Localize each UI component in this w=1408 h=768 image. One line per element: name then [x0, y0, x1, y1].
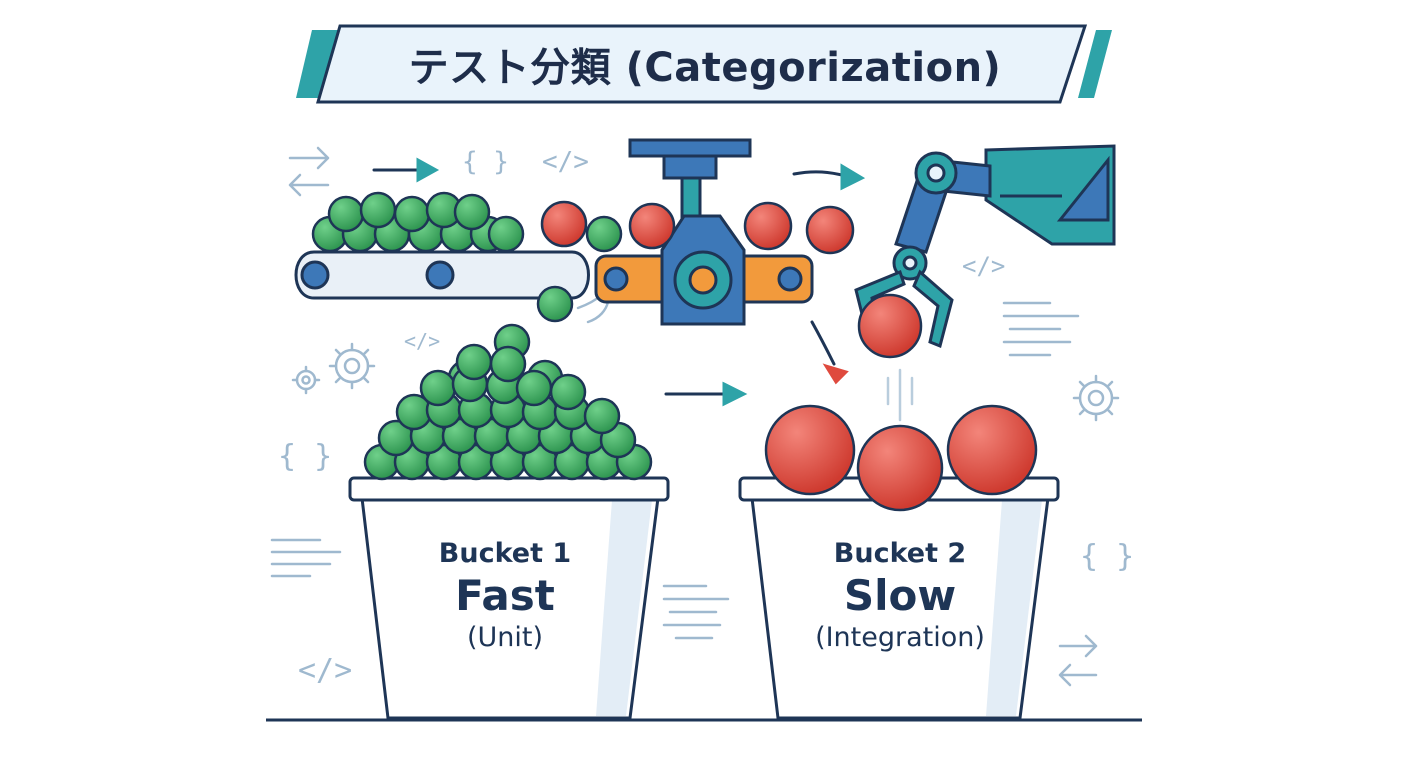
roller-icon — [425, 260, 455, 290]
bucket-2-speed: Slow — [843, 571, 957, 620]
arrow-right-icon — [372, 157, 440, 183]
code-tag-icon: </> — [298, 653, 352, 688]
unit-test-ball — [515, 369, 553, 407]
unit-test-ball — [536, 285, 574, 323]
unit-test-ball — [585, 215, 623, 253]
swap-arrows-icon — [1058, 634, 1098, 687]
bucket-2-name: Bucket 2 — [833, 538, 967, 569]
title-banner-area: テスト分類 (Categorization) — [300, 20, 1110, 108]
bucket-1-speed: Fast — [455, 571, 555, 620]
gear-icon — [328, 342, 376, 390]
page-title: テスト分類 (Categorization) — [408, 45, 1002, 91]
sorter-machine — [594, 138, 814, 326]
swap-arrows-icon — [288, 146, 330, 197]
robot-arm — [854, 144, 1116, 349]
integration-test-balls — [540, 200, 1038, 512]
gear-icon — [291, 365, 321, 395]
integration-test-ball — [856, 424, 944, 512]
integration-test-ball — [628, 202, 676, 250]
bucket-2-type: (Integration) — [815, 622, 985, 653]
integration-test-ball — [857, 293, 923, 359]
unit-test-ball — [359, 191, 397, 229]
bucket-1-label: Bucket 1 Fast (Unit) — [380, 537, 630, 655]
braces-icon: { } — [1080, 539, 1134, 574]
arrow-right-icon — [792, 163, 866, 191]
braces-icon: { } — [462, 147, 509, 177]
title-banner — [296, 24, 1112, 104]
arrow-right-icon — [664, 381, 748, 407]
integration-test-ball — [540, 200, 588, 248]
unit-test-ball — [489, 345, 527, 383]
code-glyphs: { } </> </> { } </> </> { } — [278, 147, 1134, 688]
code-tag-icon: </> — [404, 329, 440, 353]
flow-arrows — [372, 157, 866, 407]
arrow-down-icon — [810, 320, 849, 385]
braces-icon: { } — [278, 439, 332, 474]
integration-test-ball — [743, 201, 793, 251]
unit-test-ball — [327, 195, 365, 233]
unit-test-ball — [583, 397, 621, 435]
unit-test-ball — [549, 373, 587, 411]
code-tag-icon: </> — [962, 252, 1005, 280]
roller-icon — [300, 260, 330, 290]
bucket-1-type: (Unit) — [466, 622, 544, 653]
decor-glyphs — [270, 146, 1120, 687]
unit-test-ball — [487, 215, 525, 253]
integration-test-ball — [805, 205, 855, 255]
unit-test-ball — [419, 369, 457, 407]
bucket-2-label: Bucket 2 Slow (Integration) — [770, 537, 1030, 655]
unit-test-ball — [453, 193, 491, 231]
unit-test-ball — [455, 343, 493, 381]
integration-test-ball — [764, 404, 856, 496]
bucket-1-name: Bucket 1 — [438, 538, 572, 569]
code-tag-icon: </> — [542, 147, 589, 177]
unit-test-balls — [311, 191, 653, 481]
unit-test-ball — [393, 195, 431, 233]
integration-test-ball — [946, 404, 1038, 496]
text-lines-icon — [270, 301, 1080, 640]
gear-icon — [1072, 374, 1120, 422]
bucket-fast — [348, 476, 670, 720]
